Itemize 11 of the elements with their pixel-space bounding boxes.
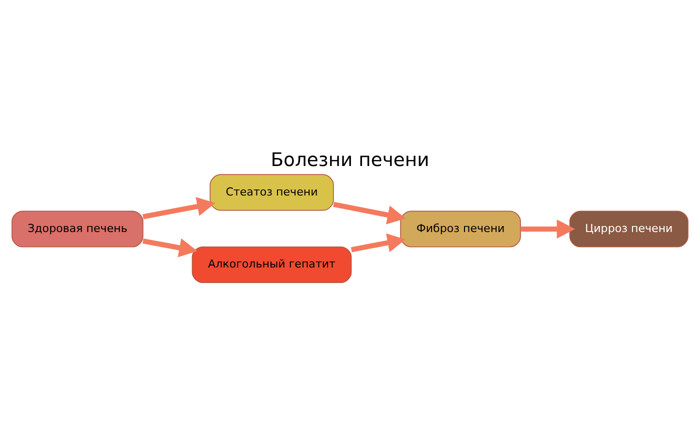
node-box: Здоровая печень bbox=[12, 210, 144, 248]
node-box: Алкогольный гепатит bbox=[192, 246, 352, 284]
arrow bbox=[142, 197, 216, 220]
arrow bbox=[520, 219, 576, 239]
arrow bbox=[350, 233, 406, 252]
arrow bbox=[142, 238, 198, 258]
node-box: Фиброз печени bbox=[400, 210, 521, 248]
node-box: Цирроз печени bbox=[569, 210, 688, 248]
diagram-title: Болезни печени bbox=[270, 150, 430, 171]
arrow bbox=[333, 202, 406, 224]
node-box: Стеатоз печени bbox=[210, 174, 334, 211]
